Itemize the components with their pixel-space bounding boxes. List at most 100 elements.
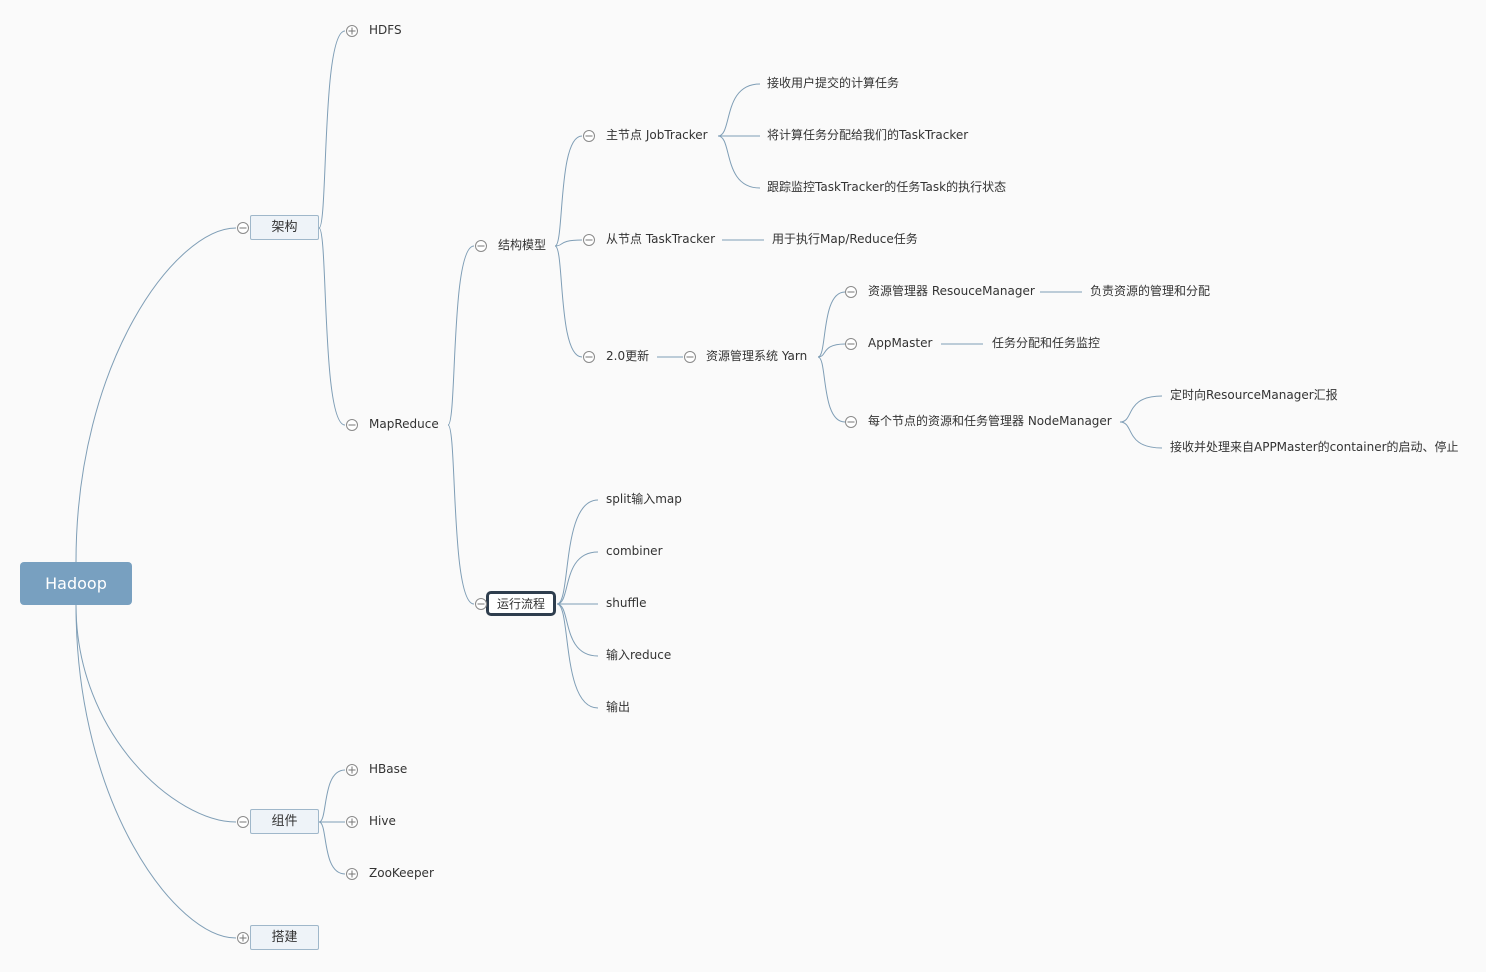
topic-master-node-label: 主节点 JobTracker (606, 128, 708, 142)
leaf-appmaster-item[interactable]: 任务分配和任务监控 (992, 335, 1100, 351)
topic-resource-manager[interactable]: 资源管理器 ResouceManager (868, 283, 1035, 299)
topic-components-label: 组件 (271, 813, 298, 829)
toggle-hbase-expand-plus-icon[interactable] (346, 764, 358, 776)
leaf-master-item-2-label: 将计算任务分配给我们的TaskTracker (767, 128, 969, 142)
edge-flow-step-4 (556, 603, 599, 657)
edge-model-slave (554, 239, 583, 247)
topic-node-manager[interactable]: 每个节点的资源和任务管理器 NodeManager (868, 413, 1112, 429)
leaf-master-item-2[interactable]: 将计算任务分配给我们的TaskTracker (767, 127, 968, 143)
edge-arch-mapreduce (318, 227, 346, 426)
toggle-mapreduce-collapse-minus-icon[interactable] (346, 419, 358, 431)
edge-nm-leaf-1 (1119, 395, 1163, 423)
toggle-yarn-collapse-minus-icon[interactable] (684, 351, 696, 363)
edge-comp-zookeeper (318, 821, 346, 875)
leaf-flow-step-4[interactable]: 输入reduce (606, 647, 671, 663)
leaf-node-manager-item-2[interactable]: 接收并处理来自APPMaster的container的启动、停止 (1170, 439, 1459, 455)
toggle-architecture-collapse-minus-icon[interactable] (237, 222, 249, 234)
edge-root-architecture (75, 227, 237, 563)
edge-yarn-rm (817, 291, 846, 358)
topic-hdfs-label: HDFS (369, 23, 402, 37)
leaf-master-item-3-label: 跟踪监控TaskTracker的任务Task的执行状态 (767, 180, 1007, 194)
root-topic-hadoop[interactable]: Hadoop (20, 562, 132, 605)
topic-yarn-label: 资源管理系统 Yarn (706, 349, 808, 363)
leaf-flow-step-3[interactable]: shuffle (606, 595, 646, 611)
edge-master-leaf-3 (717, 135, 761, 189)
leaf-flow-step-2[interactable]: combiner (606, 543, 663, 559)
leaf-appmaster-item-label: 任务分配和任务监控 (992, 336, 1101, 350)
leaf-flow-step-1[interactable]: split输入map (606, 491, 682, 507)
root-label: Hadoop (45, 573, 107, 593)
edge-comp-hbase (318, 769, 346, 823)
toggle-components-collapse-minus-icon[interactable] (237, 816, 249, 828)
toggle-appmaster-collapse-minus-icon[interactable] (845, 338, 857, 350)
edge-yarn-am (817, 343, 846, 358)
leaf-master-item-1-label: 接收用户提交的计算任务 (767, 76, 900, 90)
toggle-zookeeper-expand-plus-icon[interactable] (346, 868, 358, 880)
toggle-master-node-collapse-minus-icon[interactable] (583, 130, 595, 142)
toggle-structure-model-collapse-minus-icon[interactable] (475, 240, 487, 252)
topic-mapreduce-label: MapReduce (369, 417, 439, 431)
topic-build-label: 搭建 (271, 929, 298, 945)
edge-model-update (554, 245, 583, 358)
edge-master-leaf-1 (717, 83, 761, 137)
toggle-slave-node-collapse-minus-icon[interactable] (583, 234, 595, 246)
topic-structure-model[interactable]: 结构模型 (498, 237, 546, 253)
edge-root-build (75, 604, 237, 939)
leaf-node-manager-item-1[interactable]: 定时向ResourceManager汇报 (1170, 387, 1338, 403)
topic-architecture-label: 架构 (271, 219, 298, 235)
topic-mapreduce[interactable]: MapReduce (369, 416, 439, 432)
topic-zookeeper-label: ZooKeeper (369, 866, 434, 880)
topic-architecture[interactable]: 架构 (250, 215, 319, 240)
topic-structure-model-label: 结构模型 (498, 238, 547, 252)
topic-run-flow-selected[interactable]: 运行流程 (486, 591, 556, 616)
edge-mr-model (447, 245, 475, 426)
leaf-flow-step-4-label: 输入reduce (606, 648, 672, 662)
toggle-resource-manager-collapse-minus-icon[interactable] (845, 286, 857, 298)
topic-hbase-label: HBase (369, 762, 408, 776)
toggle-update-collapse-minus-icon[interactable] (583, 351, 595, 363)
edge-arch-hdfs (318, 30, 346, 229)
topic-zookeeper[interactable]: ZooKeeper (369, 865, 434, 881)
topic-build[interactable]: 搭建 (250, 925, 319, 950)
topic-hbase[interactable]: HBase (369, 761, 407, 777)
leaf-node-manager-item-1-label: 定时向ResourceManager汇报 (1170, 388, 1338, 402)
leaf-flow-step-5[interactable]: 输出 (606, 699, 630, 715)
topic-run-flow-label: 运行流程 (496, 596, 545, 611)
edge-flow-step-2 (556, 551, 599, 605)
leaf-flow-step-3-label: shuffle (606, 596, 647, 610)
topic-hdfs[interactable]: HDFS (369, 22, 402, 38)
edge-root-components (75, 604, 237, 823)
leaf-slave-item-label: 用于执行Map/Reduce任务 (772, 232, 918, 246)
toggle-hive-expand-plus-icon[interactable] (346, 816, 358, 828)
topic-slave-node[interactable]: 从节点 TaskTracker (606, 231, 715, 247)
topic-appmaster[interactable]: AppMaster (868, 335, 932, 351)
topic-yarn[interactable]: 资源管理系统 Yarn (706, 348, 807, 364)
topic-master-node[interactable]: 主节点 JobTracker (606, 127, 708, 143)
topic-node-manager-label: 每个节点的资源和任务管理器 NodeManager (868, 414, 1112, 428)
leaf-master-item-3[interactable]: 跟踪监控TaskTracker的任务Task的执行状态 (767, 179, 1006, 195)
edge-model-master (554, 135, 583, 247)
topic-update-2-0-label: 2.0更新 (606, 349, 650, 363)
edge-mr-flow (447, 424, 475, 605)
leaf-resource-manager-item[interactable]: 负责资源的管理和分配 (1090, 283, 1210, 299)
leaf-flow-step-5-label: 输出 (606, 700, 631, 714)
leaf-master-item-1[interactable]: 接收用户提交的计算任务 (767, 75, 899, 91)
leaf-flow-step-2-label: combiner (606, 544, 663, 558)
topic-hive[interactable]: Hive (369, 813, 396, 829)
leaf-resource-manager-item-label: 负责资源的管理和分配 (1090, 284, 1211, 298)
leaf-node-manager-item-2-label: 接收并处理来自APPMaster的container的启动、停止 (1170, 440, 1459, 454)
toggle-node-manager-collapse-minus-icon[interactable] (845, 416, 857, 428)
edge-flow-step-1 (556, 499, 599, 605)
leaf-flow-step-1-label: split输入map (606, 492, 682, 506)
edge-yarn-nm (817, 356, 846, 423)
topic-hive-label: Hive (369, 814, 396, 828)
leaf-slave-item[interactable]: 用于执行Map/Reduce任务 (772, 231, 918, 247)
toggle-build-expand-plus-icon[interactable] (237, 932, 249, 944)
topic-components[interactable]: 组件 (250, 809, 319, 834)
toggle-hdfs-expand-plus-icon[interactable] (346, 25, 358, 37)
toggle-run-flow-collapse-minus-icon[interactable] (475, 598, 487, 610)
topic-update-2-0[interactable]: 2.0更新 (606, 348, 649, 364)
